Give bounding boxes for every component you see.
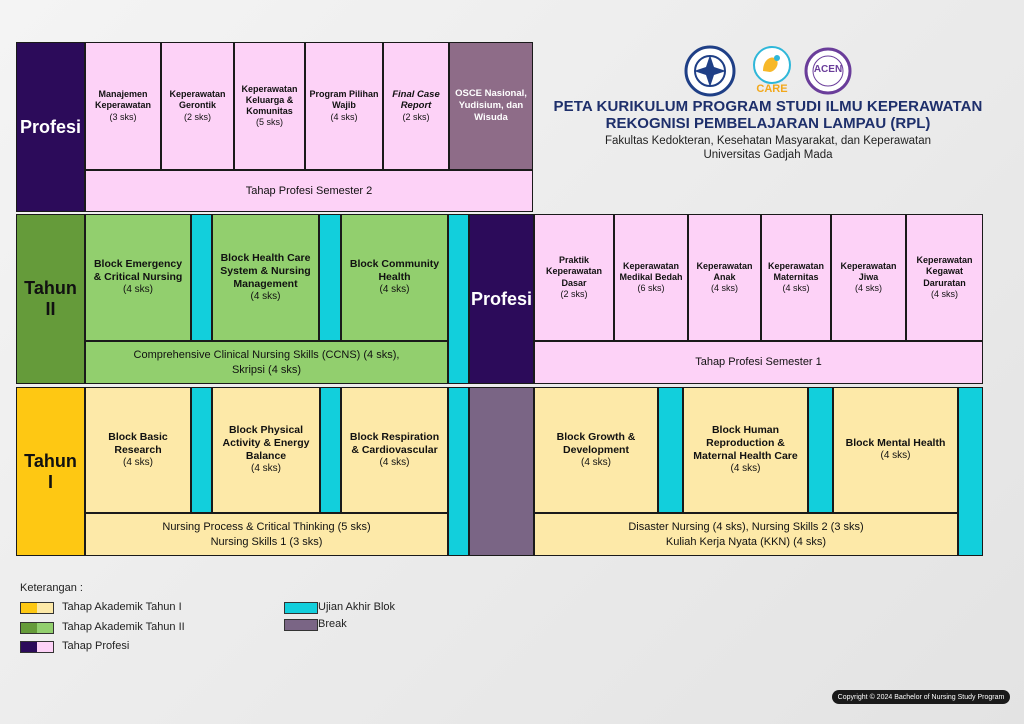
- course-program-pilihan-wajib: Program Pilihan Wajib (4 sks): [305, 42, 383, 170]
- tahun1-label: Tahun I: [16, 387, 85, 556]
- subtitle-line-1: Fakultas Kedokteran, Kesehatan Masyaraka…: [604, 135, 932, 147]
- legend-swatch-tahun1: [20, 602, 54, 614]
- course-final-case-report: Final Case Report (2 sks): [383, 42, 449, 170]
- block-health-care-system: Block Health Care System & Nursing Manag…: [212, 214, 319, 341]
- legend-swatch-break: [284, 619, 318, 631]
- ugm-seal-icon: [684, 45, 736, 97]
- course-keperawatan-anak: Keperawatan Anak (4 sks): [688, 214, 761, 341]
- legend-label-break: Break: [318, 618, 347, 630]
- acen-logo-text: ACEN: [813, 64, 843, 75]
- ujian-akhir-blok-marker: [191, 214, 212, 341]
- subtitle-line-2: Universitas Gadjah Mada: [703, 149, 833, 161]
- legend-swatch-profesi: [20, 641, 54, 653]
- legend-swatch-part: [37, 603, 53, 613]
- legend-swatch-part: [285, 620, 317, 630]
- legend-title: Keterangan :: [20, 582, 83, 594]
- legend-label-ujian: Ujian Akhir Blok: [318, 601, 396, 613]
- legend-swatch-part: [37, 623, 53, 633]
- profesi-top-label: Profesi: [16, 42, 85, 212]
- ujian-akhir-blok-marker: [448, 214, 469, 384]
- break-column: [469, 387, 534, 556]
- block-mental-health: Block Mental Health (4 sks): [833, 387, 958, 513]
- curriculum-title: PETA KURIKULUM PROGRAM STUDI ILMU KEPERA…: [536, 98, 1000, 161]
- copyright-badge: Copyright © 2024 Bachelor of Nursing Stu…: [832, 690, 1010, 704]
- title-line-2: REKOGNISI PEMBELAJARAN LAMPAU (RPL): [605, 115, 931, 132]
- copyright-text: Copyright © 2024 Bachelor of Nursing Stu…: [837, 693, 1005, 701]
- block-emergency-critical: Block Emergency & Critical Nursing (4 sk…: [85, 214, 191, 341]
- osce-yudisium-wisuda: OSCE Nasional, Yudisium, dan Wisuda: [449, 42, 533, 170]
- block-physical-activity: Block Physical Activity & Energy Balance…: [212, 387, 320, 513]
- course-keperawatan-jiwa: Keperawatan Jiwa (4 sks): [831, 214, 906, 341]
- ujian-akhir-blok-marker: [320, 387, 341, 513]
- acen-seal-icon: [804, 47, 852, 95]
- disaster-nursing-kkn: Disaster Nursing (4 sks), Nursing Skills…: [534, 513, 958, 556]
- ccns-skripsi: Comprehensive Clinical Nursing Skills (C…: [85, 341, 448, 384]
- title-line-1: PETA KURIKULUM PROGRAM STUDI ILMU KEPERA…: [553, 98, 983, 115]
- tahap-profesi-semester-1: Tahap Profesi Semester 1: [534, 341, 983, 384]
- care-logo-icon: [753, 46, 791, 84]
- legend-swatch-ujian: [284, 602, 318, 614]
- legend-label-profesi: Tahap Profesi: [62, 640, 130, 652]
- course-keperawatan-keluarga: Keperawatan Keluarga & Komunitas (5 sks): [234, 42, 305, 170]
- tahun2-label: Tahun II: [16, 214, 85, 384]
- ujian-akhir-blok-marker: [319, 214, 341, 341]
- course-praktik-keperawatan-dasar: Praktik Keperawatan Dasar (2 sks): [534, 214, 614, 341]
- course-keperawatan-kegawat-daruratan: Keperawatan Kegawat Daruratan (4 sks): [906, 214, 983, 341]
- ujian-akhir-blok-marker: [448, 387, 469, 556]
- ujian-akhir-blok-marker: [658, 387, 683, 513]
- course-keperawatan-maternitas: Keperawatan Maternitas (4 sks): [761, 214, 831, 341]
- legend-swatch-tahun2: [20, 622, 54, 634]
- legend-swatch-part: [21, 603, 37, 613]
- legend-swatch-part: [21, 642, 37, 652]
- legend-label-tahun1: Tahap Akademik Tahun I: [62, 601, 182, 613]
- ujian-akhir-blok-marker: [191, 387, 212, 513]
- course-manajemen-keperawatan: Manajemen Keperawatan (3 sks): [85, 42, 161, 170]
- block-human-reproduction: Block Human Reproduction & Maternal Heal…: [683, 387, 808, 513]
- course-keperawatan-gerontik: Keperawatan Gerontik (2 sks): [161, 42, 234, 170]
- block-community-health: Block Community Health (4 sks): [341, 214, 448, 341]
- nursing-process-skills-1: Nursing Process & Critical Thinking (5 s…: [85, 513, 448, 556]
- legend-swatch-part: [21, 623, 37, 633]
- care-logo-text: CARE: [756, 83, 788, 95]
- block-growth-development: Block Growth & Development (4 sks): [534, 387, 658, 513]
- course-keperawatan-medikal-bedah: Keperawatan Medikal Bedah (6 sks): [614, 214, 688, 341]
- legend-swatch-part: [285, 603, 317, 613]
- ujian-akhir-blok-marker: [958, 387, 983, 556]
- legend-swatch-part: [37, 642, 53, 652]
- ujian-akhir-blok-marker: [808, 387, 833, 513]
- tahap-profesi-semester-2: Tahap Profesi Semester 2: [85, 170, 533, 212]
- legend-label-tahun2: Tahap Akademik Tahun II: [62, 621, 185, 633]
- block-respiration-cardiovascular: Block Respiration & Cardiovascular (4 sk…: [341, 387, 448, 513]
- care-logo: CARE: [750, 45, 794, 97]
- block-basic-research: Block Basic Research (4 sks): [85, 387, 191, 513]
- header-logos: CARE ACEN: [684, 45, 854, 97]
- profesi-mid-label: Profesi: [469, 214, 534, 384]
